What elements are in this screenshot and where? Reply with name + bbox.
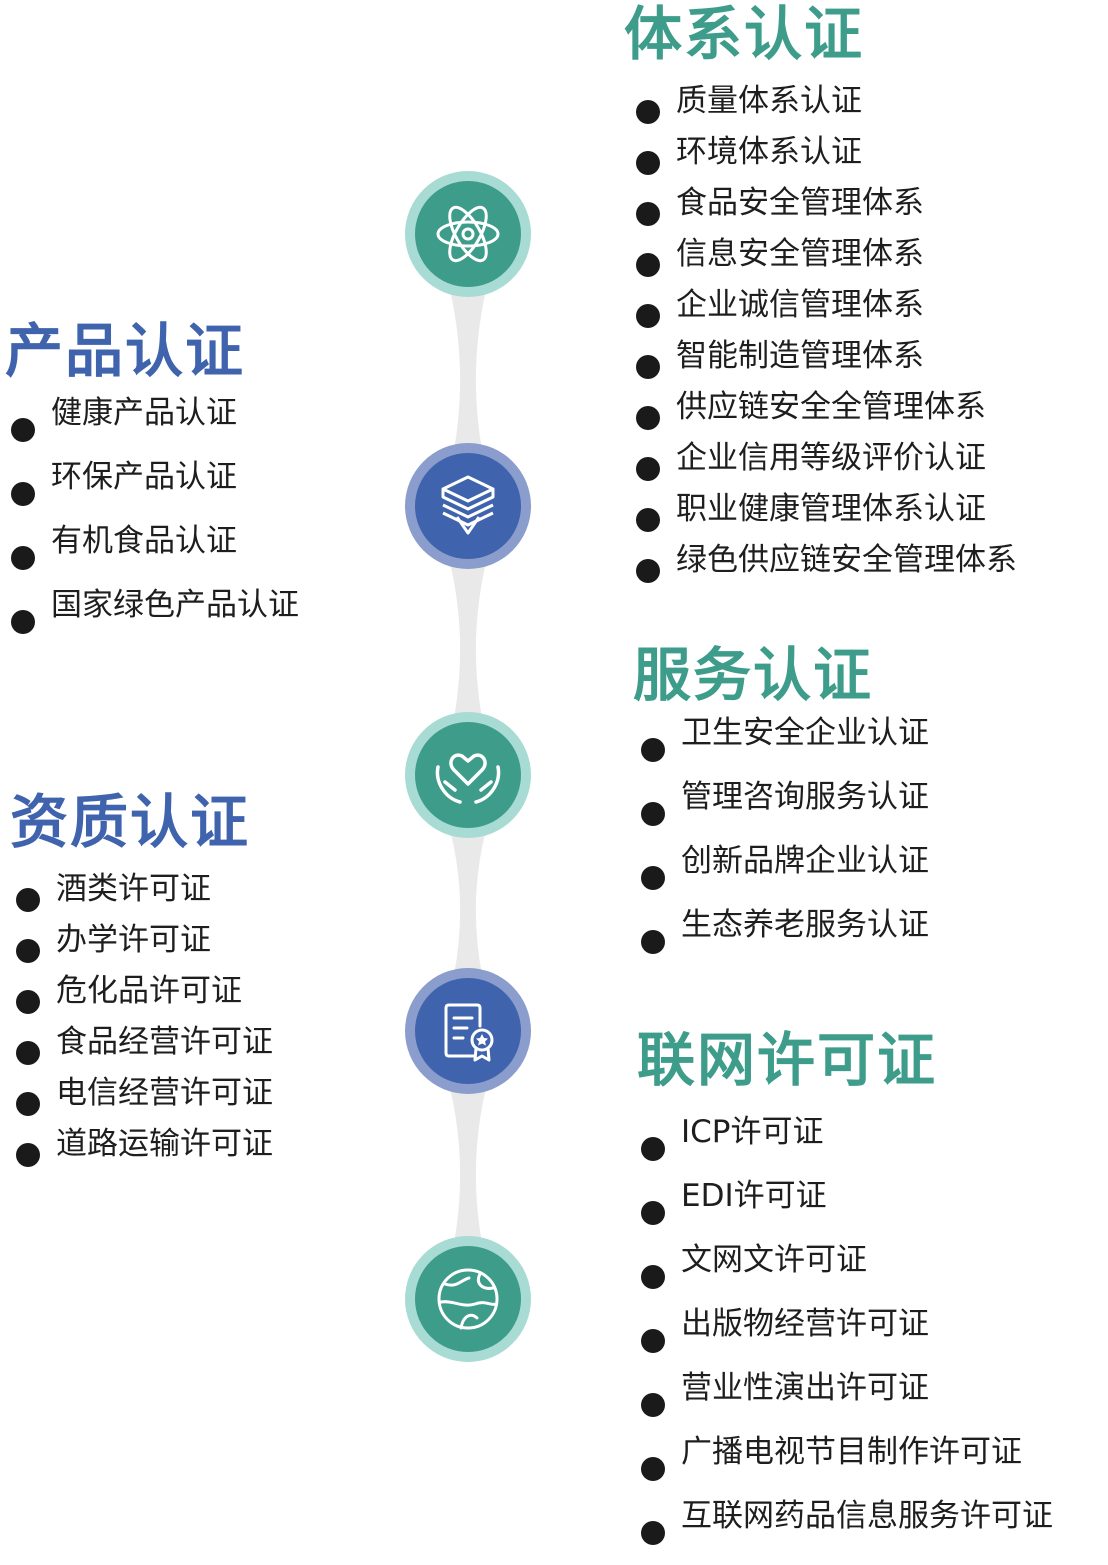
list-item: 酒类许可证 [16, 874, 273, 925]
list-item: 质量体系认证 [636, 86, 1017, 137]
list-item: 文网文许可证 [641, 1245, 1053, 1309]
list-item: 环保产品认证 [11, 462, 299, 526]
list-item: 食品经营许可证 [16, 1027, 273, 1078]
group-title: 资质认证 [10, 788, 251, 856]
list-item: 智能制造管理体系 [636, 341, 1017, 392]
group-title: 产品认证 [5, 317, 246, 385]
list-item: 互联网药品信息服务许可证 [641, 1501, 1053, 1565]
item-list: 质量体系认证 环境体系认证 食品安全管理体系 信息安全管理体系 企业诚信管理体系… [624, 86, 1017, 596]
list-item: 卫生安全企业认证 [641, 718, 929, 782]
globe-icon [405, 1236, 531, 1362]
list-item: EDI许可证 [641, 1181, 1053, 1245]
list-item: 出版物经营许可证 [641, 1309, 1053, 1373]
item-list: 卫生安全企业认证 管理咨询服务认证 创新品牌企业认证 生态养老服务认证 [633, 718, 929, 974]
node-certificate [405, 968, 531, 1094]
node-globe [405, 1236, 531, 1362]
list-item: 企业诚信管理体系 [636, 290, 1017, 341]
list-item: 国家绿色产品认证 [11, 590, 299, 654]
list-item: 营业性演出许可证 [641, 1373, 1053, 1437]
list-item: 绿色供应链安全管理体系 [636, 545, 1017, 596]
list-item: 电信经营许可证 [16, 1078, 273, 1129]
node-layers [405, 443, 531, 569]
group-title: 联网许可证 [637, 1026, 938, 1094]
list-item: 信息安全管理体系 [636, 239, 1017, 290]
group-service-cert: 服务认证 卫生安全企业认证 管理咨询服务认证 创新品牌企业认证 生态养老服务认证 [633, 646, 929, 974]
layers-box-icon [405, 443, 531, 569]
atom-icon [405, 171, 531, 297]
list-item: 办学许可证 [16, 925, 273, 976]
item-list: 酒类许可证 办学许可证 危化品许可证 食品经营许可证 电信经营许可证 道路运输许… [10, 874, 273, 1180]
group-product-cert: 产品认证 健康产品认证 环保产品认证 有机食品认证 国家绿色产品认证 [5, 322, 299, 654]
list-item: 供应链安全全管理体系 [636, 392, 1017, 443]
list-item: 健康产品认证 [11, 398, 299, 462]
list-item: 有机食品认证 [11, 526, 299, 590]
connector-4 [450, 1088, 486, 1243]
group-internet-license: 联网许可证 ICP许可证 EDI许可证 文网文许可证 出版物经营许可证 营业性演… [637, 1031, 1053, 1565]
node-hand-heart [405, 712, 531, 838]
list-item: 环境体系认证 [636, 137, 1017, 188]
connector-1 [450, 290, 486, 450]
node-atom [405, 171, 531, 297]
group-title: 服务认证 [633, 641, 874, 709]
list-item: 创新品牌企业认证 [641, 846, 929, 910]
certificate-icon [405, 968, 531, 1094]
group-title: 体系认证 [624, 0, 865, 68]
connector-2 [450, 562, 486, 718]
list-item: 管理咨询服务认证 [641, 782, 929, 846]
list-item: 危化品许可证 [16, 976, 273, 1027]
group-qualification-cert: 资质认证 酒类许可证 办学许可证 危化品许可证 食品经营许可证 电信经营许可证 … [10, 793, 273, 1180]
list-item: 企业信用等级评价认证 [636, 443, 1017, 494]
list-item: 广播电视节目制作许可证 [641, 1437, 1053, 1501]
connector-3 [450, 830, 486, 975]
hand-heart-icon [405, 712, 531, 838]
list-item: ICP许可证 [641, 1117, 1053, 1181]
list-item: 生态养老服务认证 [641, 910, 929, 974]
list-item: 食品安全管理体系 [636, 188, 1017, 239]
list-item: 道路运输许可证 [16, 1129, 273, 1180]
item-list: 健康产品认证 环保产品认证 有机食品认证 国家绿色产品认证 [5, 398, 299, 654]
group-system-cert: 体系认证 质量体系认证 环境体系认证 食品安全管理体系 信息安全管理体系 企业诚… [624, 5, 1017, 596]
item-list: ICP许可证 EDI许可证 文网文许可证 出版物经营许可证 营业性演出许可证 广… [637, 1117, 1053, 1565]
list-item: 职业健康管理体系认证 [636, 494, 1017, 545]
